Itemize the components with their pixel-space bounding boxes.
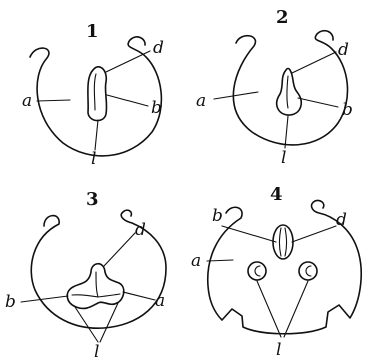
figure-4-leader-d: [292, 226, 336, 242]
figure-1: 1 a d b l: [22, 21, 164, 169]
figure-4-label-l: l: [276, 340, 281, 359]
figure-1-label-a: a: [22, 91, 32, 111]
figure-4-leader-l1: [257, 281, 281, 337]
figure-1-leader-b: [107, 95, 148, 106]
figure-3-number: 3: [86, 189, 99, 210]
figure-4-number: 4: [270, 184, 283, 205]
figure-4: 4 b d a l: [191, 184, 361, 359]
figure-4-label-b: b: [212, 206, 223, 226]
figure-2-inner-organ: [277, 69, 301, 116]
figure-1-inner-organ: [88, 67, 107, 121]
figure-2: 2 a d b l: [196, 7, 353, 168]
figure-2-label-a: a: [196, 91, 206, 111]
figure-2-number: 2: [276, 7, 289, 28]
figure-3-label-a: a: [155, 291, 165, 311]
figure-4-leader-b: [222, 226, 276, 242]
figure-1-leader-l: [95, 120, 98, 150]
figure-4-leader-l2: [284, 281, 308, 337]
figure-3-leader-l2: [100, 303, 118, 342]
figure-3-leader-b: [21, 296, 68, 302]
figure-2-leader-d: [292, 52, 336, 73]
figure-1-number: 1: [86, 21, 99, 42]
figure-3-label-b: b: [5, 292, 16, 312]
figure-2-label-b: b: [342, 100, 353, 120]
figure-2-leader-a: [214, 92, 258, 99]
figure-3-inner-organ: [67, 264, 124, 309]
figure-1-inner-line: [94, 74, 96, 110]
figure-4-left-organ-inner: [255, 266, 260, 276]
figure-3-leader-a: [123, 292, 155, 300]
figure-2-outline: [233, 31, 347, 145]
figure-3-label-d: d: [135, 220, 146, 240]
figure-1-label-l: l: [91, 149, 96, 169]
figure-2-leader-b: [298, 98, 338, 107]
figure-2-inner-line: [287, 76, 288, 108]
figure-3-label-l: l: [94, 342, 99, 359]
figure-2-label-d: d: [338, 40, 349, 60]
figure-1-leader-d: [106, 51, 150, 72]
figure-4-left-organ: [248, 262, 266, 280]
figure-1-label-d: d: [153, 38, 164, 58]
figure-4-right-organ: [299, 262, 317, 280]
figure-4-label-a: a: [191, 251, 201, 271]
figure-3: 3 b d a l: [5, 189, 166, 359]
figure-4-label-d: d: [336, 210, 347, 230]
figure-2-label-l: l: [281, 148, 286, 168]
figure-1-label-b: b: [151, 98, 162, 118]
figure-4-center-inner: [280, 228, 287, 256]
figure-4-right-organ-inner: [306, 266, 311, 276]
figure-2-leader-l: [285, 116, 288, 148]
figure-3-leader-d: [104, 233, 135, 266]
figure-1-leader-a: [37, 100, 70, 101]
figure-3-leader-l1: [75, 307, 98, 342]
